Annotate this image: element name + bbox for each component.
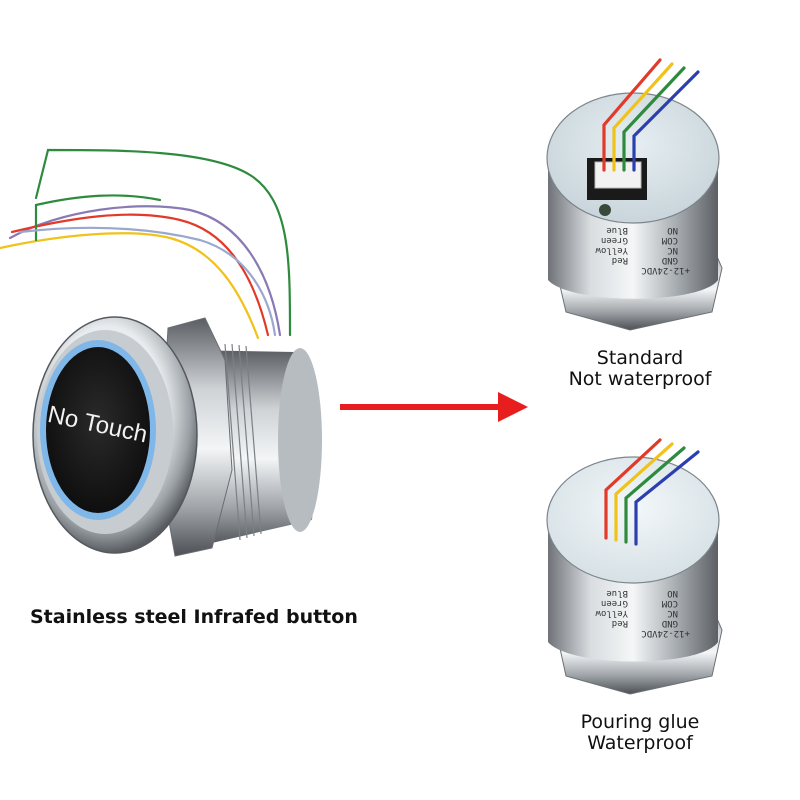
- back-label: COM: [661, 235, 678, 245]
- waterproof-caption-line1: Pouring glue: [580, 711, 700, 733]
- button-wires: [0, 148, 292, 340]
- back-label: Blue: [606, 588, 628, 598]
- back-label: Red: [612, 255, 628, 265]
- back-label: GND: [662, 618, 678, 628]
- back-label: Red: [612, 618, 628, 628]
- standard-module: +12-24VDC GND NC COM NO Red Yellow Green…: [546, 58, 723, 331]
- back-label: Blue: [606, 225, 628, 235]
- back-label: +12-24VDC: [641, 628, 690, 638]
- waterproof-module: +12-24VDC GND NC COM NO Red Yellow Green…: [546, 438, 723, 695]
- waterproof-caption: Pouring glue Waterproof: [540, 712, 740, 754]
- back-label: COM: [661, 598, 678, 608]
- back-label: Green: [601, 235, 628, 245]
- standard-caption: Standard Not waterproof: [540, 348, 740, 390]
- back-label: NC: [667, 608, 678, 618]
- back-label: Yellow: [595, 608, 628, 618]
- back-label: NO: [667, 588, 678, 598]
- back-label: Green: [601, 598, 628, 608]
- waterproof-caption-line2: Waterproof: [587, 732, 693, 754]
- back-label: Yellow: [595, 245, 628, 255]
- arrow-icon: [340, 392, 528, 422]
- back-label: NC: [667, 245, 678, 255]
- back-label: GND: [662, 255, 678, 265]
- back-label: NO: [667, 225, 678, 235]
- infrared-button: No Touch: [32, 316, 322, 557]
- standard-caption-line2: Not waterproof: [568, 368, 712, 390]
- main-caption: Stainless steel Infrafed button: [30, 606, 358, 628]
- standard-caption-line1: Standard: [596, 347, 684, 369]
- back-label: +12-24VDC: [641, 265, 690, 275]
